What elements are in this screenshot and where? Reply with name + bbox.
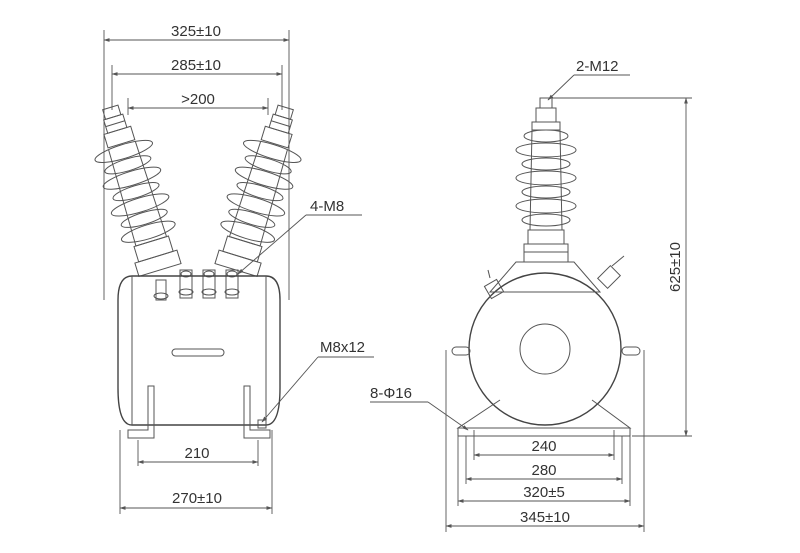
dim-height-text: 625±10: [667, 242, 684, 292]
label-secondary-terminals-text: 4-M8: [310, 198, 344, 215]
dim-base-320-text: 320±5: [523, 484, 565, 501]
dim-top-overall-text: 325±10: [171, 23, 221, 40]
dim-base-width-text: 270±10: [172, 490, 222, 507]
secondary-terminals: [153, 269, 240, 301]
side-tank-body: [451, 255, 641, 426]
label-primary-terminal: 2-M12: [547, 58, 630, 101]
label-mount-holes-text: 8-Φ16: [370, 385, 412, 402]
front-view: 325±10 285±10 >200: [94, 23, 374, 514]
dim-hole-spacing: 240: [473, 430, 615, 460]
side-insulator: [515, 97, 577, 263]
dim-min-clearance: >200: [127, 91, 269, 115]
label-ground-bolt-text: M8x12: [320, 339, 365, 356]
dim-height: 625±10: [552, 97, 692, 437]
label-primary-terminal-text: 2-M12: [576, 58, 619, 75]
left-insulator: [94, 104, 182, 278]
dim-terminal-span-text: 285±10: [171, 57, 221, 74]
label-secondary-terminals: 4-M8: [237, 198, 362, 275]
dim-foot-spacing: 210: [137, 440, 259, 466]
dim-base-345-text: 345±10: [520, 509, 570, 526]
front-tank-body: [117, 275, 281, 426]
dim-base-280: 280: [465, 436, 623, 484]
dim-base-width: 270±10: [119, 430, 273, 514]
front-feet: [127, 385, 271, 439]
dim-base-345: 345±10: [445, 350, 645, 532]
right-insulator: [214, 104, 302, 278]
side-view: 2-M12: [370, 58, 692, 532]
dim-foot-spacing-text: 210: [184, 445, 209, 462]
label-mount-holes: 8-Φ16: [370, 385, 469, 431]
label-ground-bolt: M8x12: [261, 339, 374, 423]
dim-terminal-span: 285±10: [111, 57, 283, 110]
dim-base-320: 320±5: [457, 436, 631, 506]
side-base: [456, 399, 632, 437]
dim-min-clearance-text: >200: [181, 91, 215, 108]
dim-base-280-text: 280: [531, 462, 556, 479]
dim-top-overall: 325±10: [103, 23, 290, 300]
dim-hole-spacing-text: 240: [531, 438, 556, 455]
